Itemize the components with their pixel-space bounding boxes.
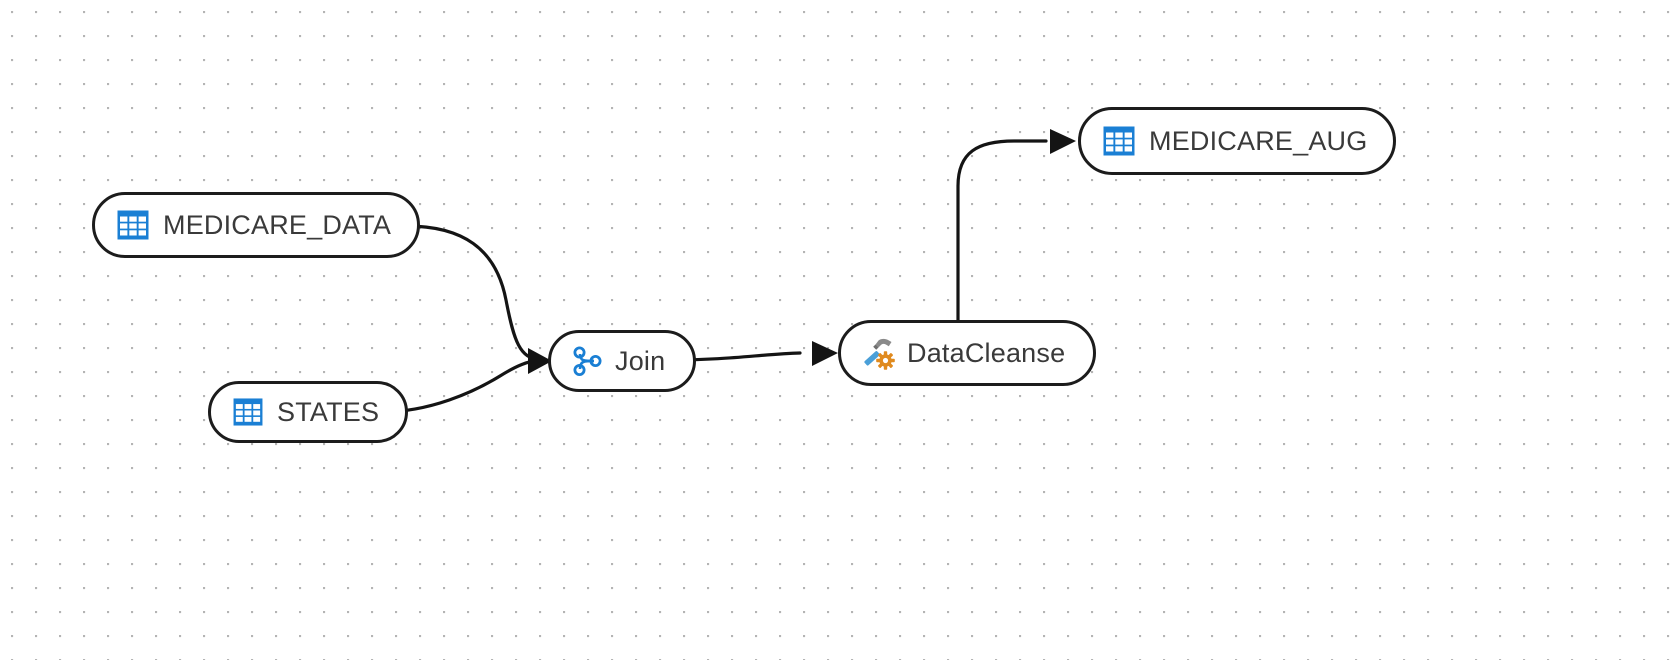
node-datacleanse[interactable]: DataCleanse bbox=[838, 320, 1097, 386]
node-join[interactable]: Join bbox=[548, 330, 697, 392]
edge-datacleanse-medicare-aug bbox=[956, 139, 1048, 322]
node-label: DataCleanse bbox=[907, 337, 1066, 368]
join-branch-icon bbox=[571, 345, 603, 377]
table-icon bbox=[1103, 126, 1135, 156]
node-label: STATES bbox=[277, 396, 380, 427]
edge-medicare-data-join bbox=[404, 224, 542, 362]
node-label: Join bbox=[615, 345, 666, 376]
node-states[interactable]: STATES bbox=[208, 381, 409, 443]
node-label: MEDICARE_AUG bbox=[1149, 125, 1368, 156]
hammer-gear-icon bbox=[861, 336, 895, 370]
node-medicare-aug[interactable]: MEDICARE_AUG bbox=[1078, 107, 1397, 175]
table-icon bbox=[117, 210, 149, 240]
table-icon bbox=[233, 398, 263, 426]
node-label: MEDICARE_DATA bbox=[163, 209, 392, 240]
arrowhead-datacleanse-input bbox=[812, 341, 838, 366]
arrowhead-medicare-aug-input bbox=[1050, 129, 1076, 154]
node-medicare-data[interactable]: MEDICARE_DATA bbox=[92, 192, 421, 258]
